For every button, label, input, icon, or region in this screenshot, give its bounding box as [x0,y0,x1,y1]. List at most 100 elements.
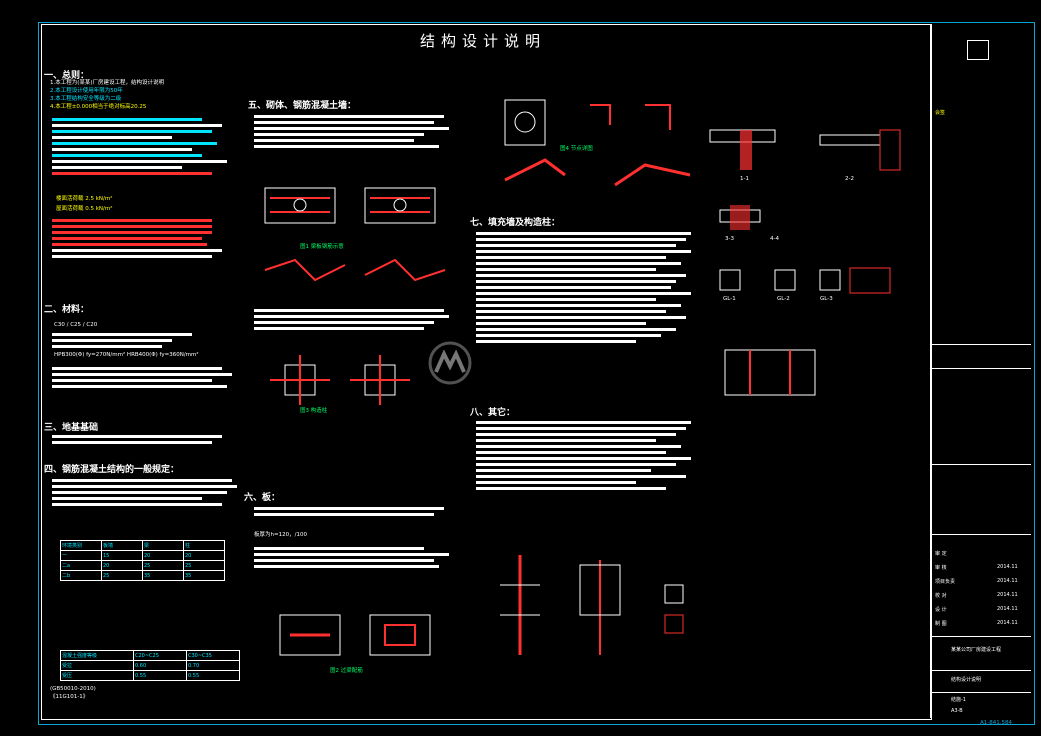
section-mark: 4-4 [770,236,779,242]
lap-cell: 受拉 [60,660,134,671]
section-general: 一、总则： [44,71,90,81]
cover-cell: 20 [183,550,225,561]
figure-lintel-detail [279,614,431,656]
slab-text-block [254,504,454,519]
figure-3-caption: 图3 构造柱 [300,408,328,414]
lap-header: 混凝土强度等级 [60,650,134,661]
section-mark: GL-3 [820,296,833,302]
tb-row-label: 审 定 [935,551,947,557]
figure-2-caption: 图2 过梁配筋 [330,668,363,674]
slab-text-block-2 [254,544,454,571]
cover-table: 环境类别 板墙 梁 柱 一 15 20 20 二a 20 25 25 二b 25… [60,540,225,581]
section-masonry: 五、砌体、钢筋混凝土墙： [248,101,357,111]
foundation-text [52,432,232,447]
section-mark: 1-1 [740,176,749,182]
cover-cell: 一 [60,550,102,561]
title-block: 会签 审 定 审 核 2014.11 项目负责 2014.11 校 对 2014… [930,24,1031,718]
section-mark: GL-2 [777,296,790,302]
cover-cell: 35 [183,570,225,581]
tb-row-date: 2014.11 [997,578,1018,584]
slab-thickness: 板厚为h=120，/100 [254,532,307,538]
cover-cell: 35 [142,570,184,581]
note-4: 4.本工程±0.000相当于绝对标高20.25 [50,104,147,110]
tb-row-date: 2014.11 [997,620,1018,626]
section-mark: 3-3 [725,236,734,242]
tb-row-date: 2014.11 [997,564,1018,570]
lap-header: C20~C25 [133,650,187,661]
figure-node-details [504,99,691,187]
lap-table: 混凝土强度等级 C20~C25 C30~C35 受拉 0.60 0.70 受压 … [60,650,240,681]
tb-row-label: 项目负责 [935,579,956,585]
rc-text-block [52,476,242,509]
watermark-logo [428,341,472,385]
drawing-name: 结构设计说明 [951,677,982,683]
cover-cell: 二a [60,560,102,571]
figure-column-detail [270,355,410,405]
lap-cell: 0.60 [133,660,187,671]
lap-header: C30~C35 [186,650,240,661]
materials-text-block-2 [52,364,242,391]
cover-cell: 20 [142,550,184,561]
tb-row-label: 制 图 [935,621,947,627]
code-reference-2: 《11G101-1》 [50,694,89,700]
section-mark: 2-2 [845,176,854,182]
sign-off-label: 会签 [935,110,946,116]
project-name: 某某公司厂房建设工程 [951,647,1002,653]
outer-frame [38,22,1035,725]
section-other: 八、其它： [470,408,516,418]
cover-cell: 25 [101,570,143,581]
section-infill: 七、填充墙及构造柱： [470,218,561,228]
tb-row-label: 设 计 [935,607,947,613]
sheet-code: A1-841.584 [980,720,1012,726]
cover-header: 环境类别 [60,540,102,551]
code-reference: (GB50010-2010) [50,686,96,692]
other-text-block [476,418,696,493]
drawing-number: 结施-1 [951,697,966,703]
note-3: 3.本工程结构安全等级为二级 [50,96,122,102]
cover-cell: 25 [142,560,184,571]
lap-cell: 受压 [60,670,134,681]
figure-4-caption: 图4 节点详图 [560,146,593,152]
cover-header: 梁 [142,540,184,551]
live-load-floor: 楼面活荷载 2.5 kN/m² [56,196,113,202]
tb-row-date: 2014.11 [997,592,1018,598]
note-2: 2.本工程设计使用年限为50年 [50,88,123,94]
figure-beam-detail [264,187,446,282]
concrete-grade: C30 / C25 / C20 [54,322,98,328]
figure-section-details [709,129,901,294]
cover-header: 板墙 [101,540,143,551]
tb-row-label: 审 核 [935,565,947,571]
masonry-text-block [254,112,454,151]
figure-wall-section [500,555,684,655]
materials-text-block [52,330,232,351]
section-mark: GL-1 [723,296,736,302]
live-load-roof: 屋面活荷载 0.5 kN/m² [56,206,113,212]
section-materials: 二、材料： [44,305,90,315]
section-slab: 六、板： [244,493,281,503]
cover-cell: 25 [183,560,225,571]
page-title: 结构设计说明 [420,32,547,50]
figure-column-elevation [724,349,816,396]
general-text-block [52,115,232,178]
figure-1-caption: 图1 梁板钢筋示意 [300,244,344,250]
inner-frame [41,24,932,720]
tb-row-date: 2014.11 [997,606,1018,612]
cover-cell: 15 [101,550,143,561]
section-rc-general: 四、钢筋混凝土结构的一般规定： [44,465,180,475]
lintel-text-block [254,306,454,333]
section-foundation: 三、地基基础 [44,423,99,433]
cover-header: 柱 [183,540,225,551]
cover-cell: 二b [60,570,102,581]
note-1: 1.本工程为(某某)厂房建设工程，结构设计说明 [50,80,165,86]
lap-cell: 0.70 [186,660,240,671]
revision-box [967,40,989,60]
load-table [52,216,232,261]
steel-grade: HPB300(Φ) fy=270N/mm² HRB400(Φ) fy=360N/… [54,352,199,358]
tb-row-label: 校 对 [935,593,947,599]
infill-text-block [476,229,696,346]
lap-cell: 0.55 [133,670,187,681]
cover-cell: 20 [101,560,143,571]
drawing-scale: A3-B [951,708,963,714]
lap-cell: 0.55 [186,670,240,681]
